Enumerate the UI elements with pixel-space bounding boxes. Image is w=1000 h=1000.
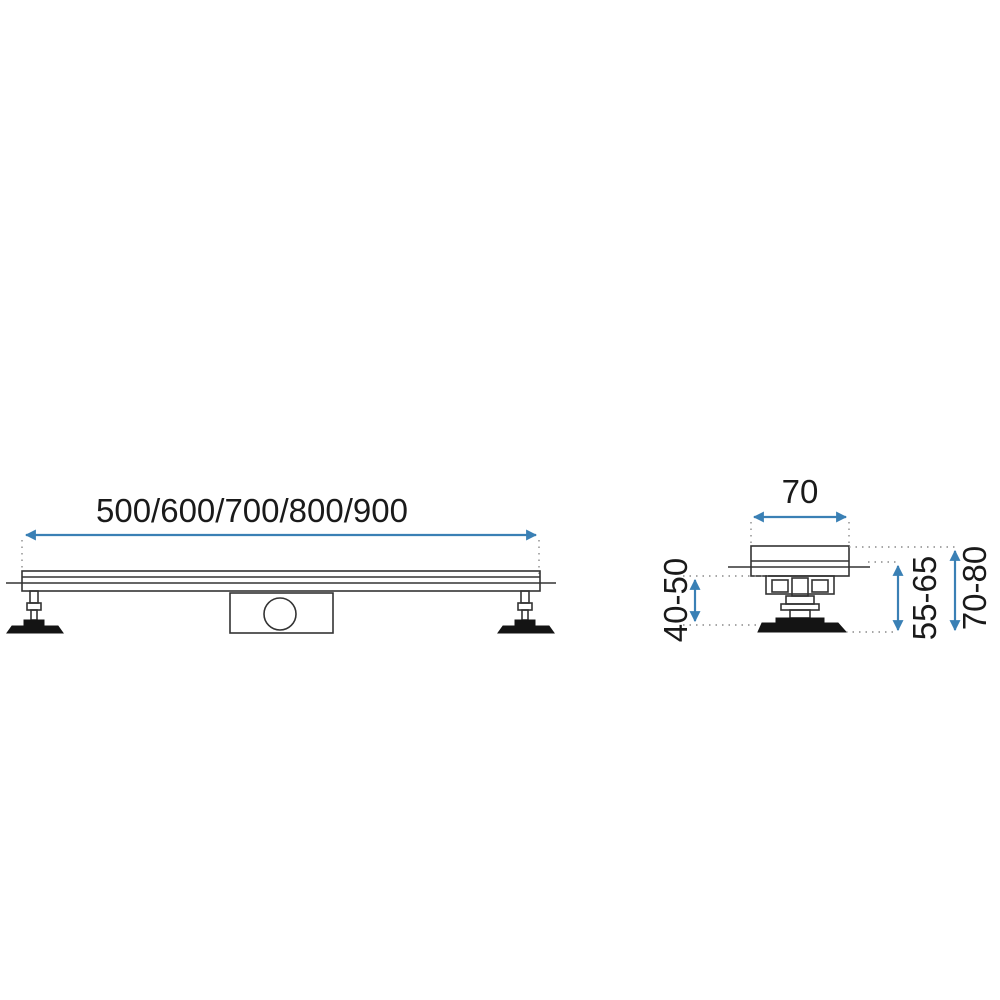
height-middle-dimension-label: 55-65 xyxy=(906,556,943,640)
adjustable-foot-left xyxy=(6,590,64,634)
drain-outlet-box xyxy=(229,592,334,634)
adjustable-foot-section xyxy=(757,595,848,633)
cross-section-view: 70 40-50 55-65 xyxy=(657,473,993,642)
height-outer-dimension-label: 70-80 xyxy=(956,546,993,630)
outlet-pipe-circle xyxy=(263,597,297,631)
length-dimension-label: 500/600/700/800/900 xyxy=(96,492,408,529)
width-dimension-label: 70 xyxy=(782,473,819,510)
drain-channel-section xyxy=(728,545,870,597)
drain-channel-side xyxy=(6,570,556,592)
side-view: 500/600/700/800/900 xyxy=(6,492,556,634)
height-inner-dimension-label: 40-50 xyxy=(657,558,694,642)
adjustable-foot-right xyxy=(497,590,555,634)
